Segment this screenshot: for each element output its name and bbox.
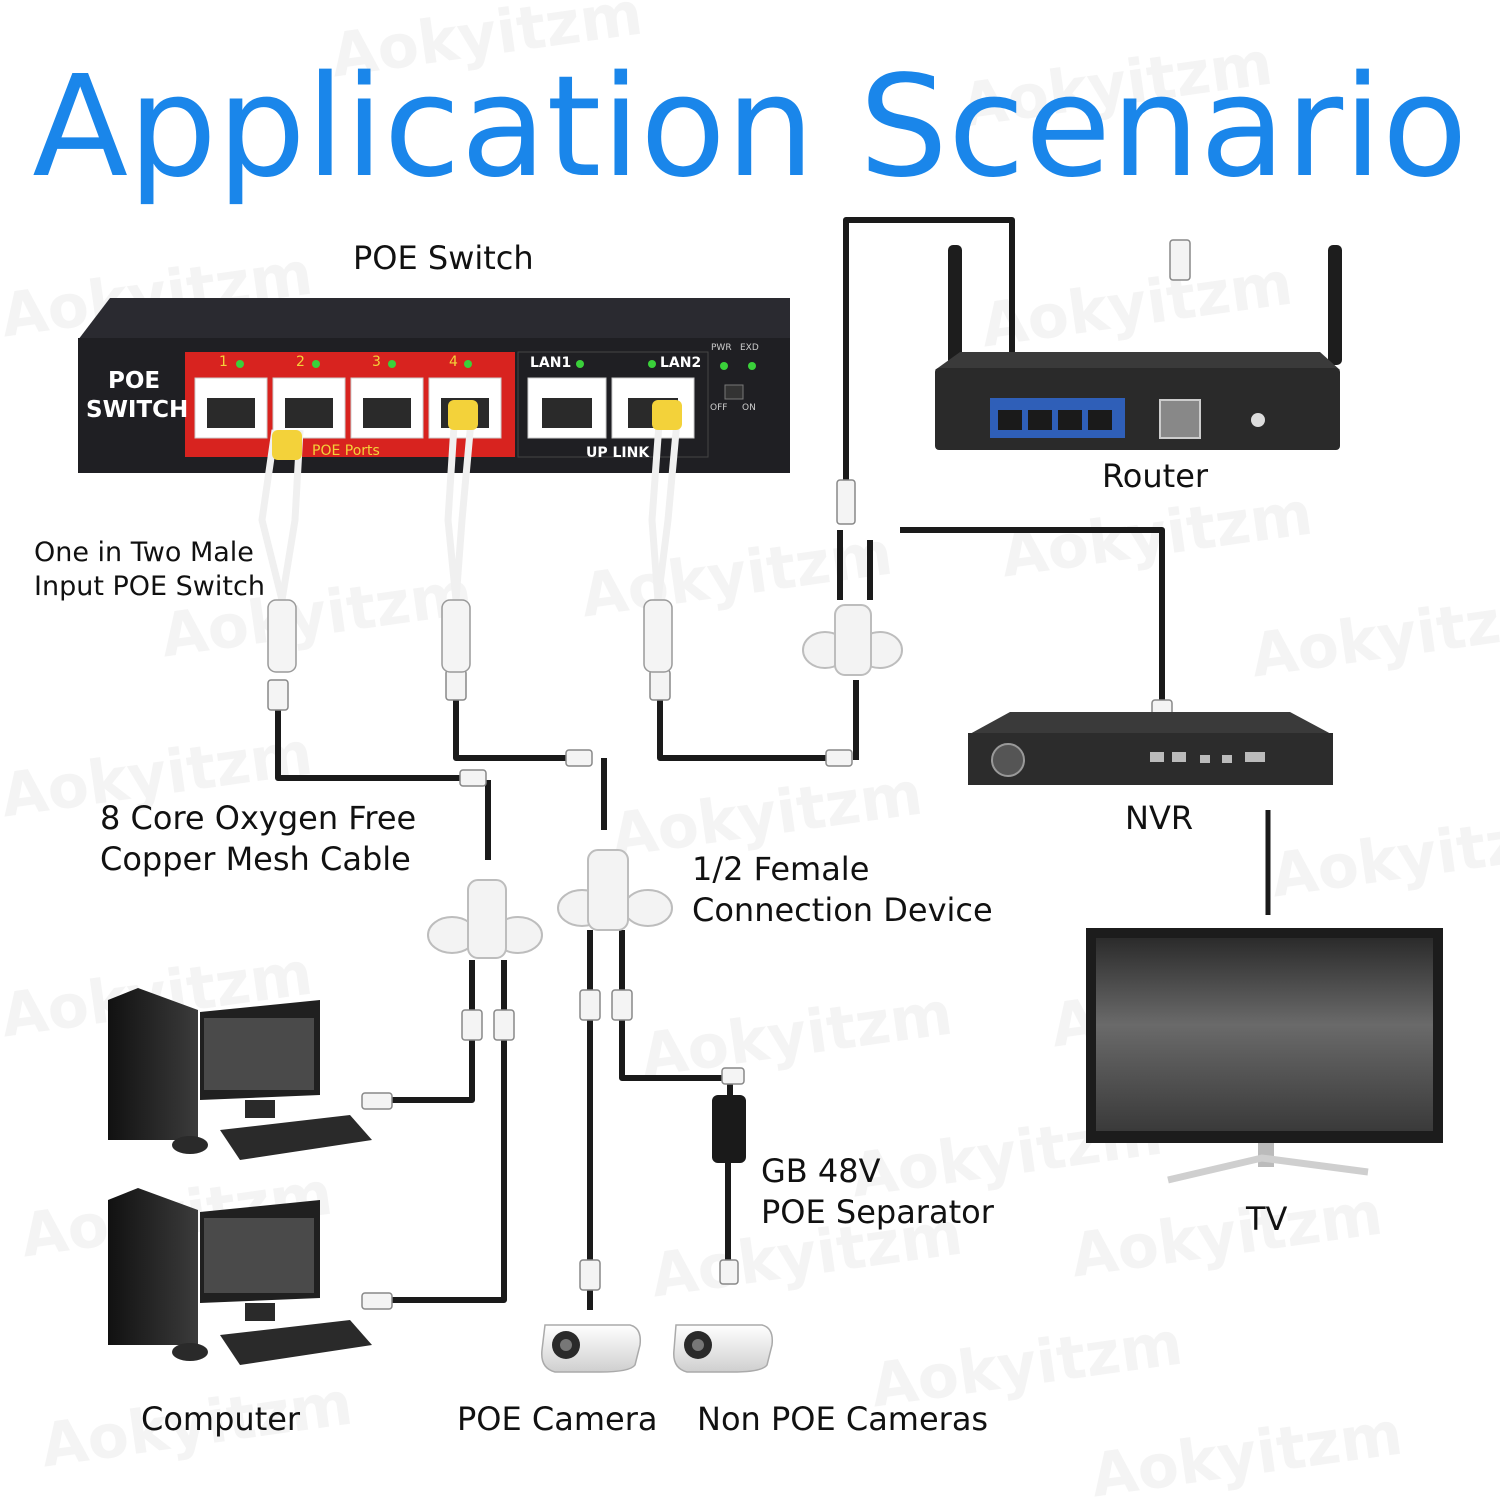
label-female-line1: 1/2 Female (692, 850, 870, 888)
cables (275, 217, 1271, 1310)
label-separator-line2: POE Separator (761, 1193, 994, 1231)
cable-lan (657, 690, 830, 761)
nvr-device (968, 712, 1333, 785)
label-non-poe-cameras: Non POE Cameras (697, 1400, 989, 1438)
switch-led-pwr-label: PWR (711, 343, 732, 353)
label-router: Router (1102, 457, 1209, 495)
splitter-heads (267, 599, 673, 673)
label-poe-switch: POE Switch (353, 239, 534, 277)
cable-separator (619, 930, 733, 1100)
switch-port-4-label: 4 (449, 354, 458, 370)
switch-poe-ports-label: POE Ports (312, 443, 380, 459)
label-poe-camera: POE Camera (457, 1400, 658, 1438)
poe-separator-device (712, 1095, 746, 1163)
page-title: Application Scenario (32, 46, 1468, 209)
label-female-line2: Connection Device (692, 891, 993, 929)
router-device (935, 245, 1342, 450)
tv-device (1086, 928, 1443, 1184)
switch-brand-line1: POE (108, 368, 161, 394)
cable-router-uplink (843, 217, 1015, 490)
poe-switch-device (78, 298, 790, 473)
switch-brand-line2: SWITCH (86, 397, 189, 423)
computer-2 (108, 1188, 372, 1365)
label-nvr: NVR (1125, 799, 1194, 837)
switch-lan1-label: LAN1 (530, 355, 572, 371)
label-separator-line1: GB 48V (761, 1152, 881, 1190)
poe-camera-device (541, 1324, 642, 1373)
splitter-cables (258, 409, 682, 601)
switch-led-exd-label: EXD (740, 343, 759, 353)
label-tv: TV (1246, 1200, 1288, 1238)
cable-pc1 (390, 960, 475, 1103)
non-poe-camera-device (673, 1324, 774, 1373)
switch-port-3-label: 3 (372, 354, 381, 370)
label-computer: Computer (141, 1400, 301, 1438)
switch-off-label: OFF (710, 403, 728, 413)
switch-on-label: ON (742, 403, 756, 413)
switch-uplink-label: UP LINK (586, 445, 650, 461)
label-cable-line1: 8 Core Oxygen Free (100, 799, 417, 837)
cable-nvr-link (900, 527, 1165, 700)
switch-port-1-label: 1 (219, 354, 228, 370)
cable-port1 (275, 700, 470, 781)
cable-pc2 (390, 960, 507, 1303)
female-connector-router (802, 604, 903, 676)
label-one-in-two-line2: Input POE Switch (34, 571, 265, 602)
label-one-in-two-line1: One in Two Male (34, 537, 254, 568)
female-connector-b (557, 849, 673, 931)
switch-port-2-label: 2 (296, 354, 305, 370)
switch-lan2-label: LAN2 (660, 355, 702, 371)
computer-1 (108, 988, 372, 1160)
cable-port3 (453, 690, 570, 761)
female-connector-a (427, 879, 543, 959)
label-cable-line2: Copper Mesh Cable (100, 840, 411, 878)
yellow-collars (272, 400, 682, 460)
